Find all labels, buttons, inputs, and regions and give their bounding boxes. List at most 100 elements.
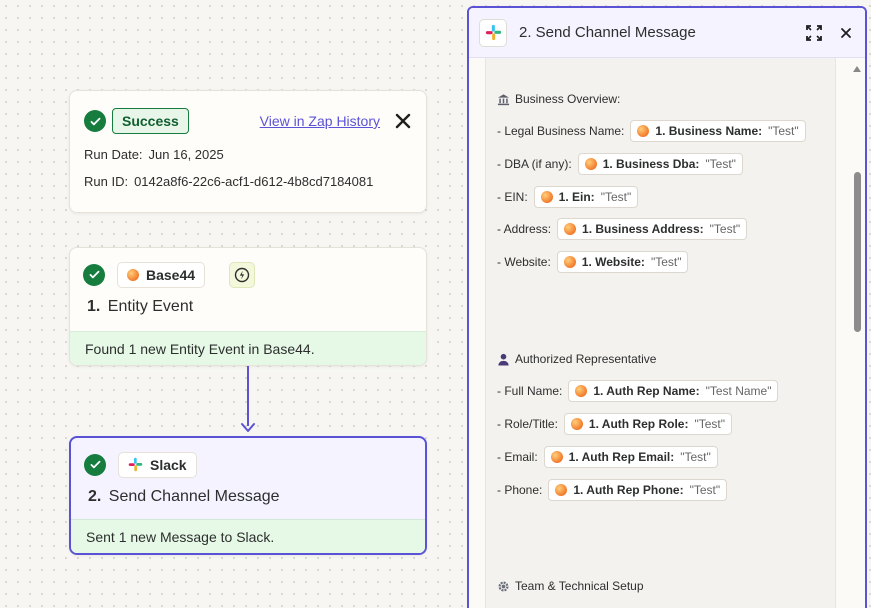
section-heading-business-overview: Business Overview: [497,92,620,106]
base44-logo-icon [555,484,568,496]
field-name: 1. Business Address: [582,222,704,236]
step-connector [247,366,249,426]
field-value: "Test Name" [705,384,772,398]
field-token[interactable]: 1. Business Name: "Test" [630,120,806,142]
message-line: - Full Name: 1. Auth Rep Name: "Test Name… [497,380,779,402]
message-line: - Website: 1. Website:"Test" [497,251,689,273]
message-line: - DBA (if any): 1. Business Dba:"Test" [497,153,743,175]
section-heading-text: Authorized Representative [515,352,657,366]
message-line: - EIN: 1. Ein:"Test" [497,186,639,208]
field-name: 1. Business Dba: [602,157,700,171]
run-id-label: Run ID: [84,174,129,189]
section-heading-authorized-representative: Authorized Representative [497,352,656,366]
close-icon[interactable] [394,112,412,130]
lightning-bolt-icon [229,261,256,288]
step-header: Slack [71,438,425,478]
field-value: "Test" [680,450,711,464]
line-label: - Address: [497,222,552,236]
base44-logo-icon [127,268,139,281]
field-value: "Test" [709,222,741,236]
field-token[interactable]: 1. Business Address: "Test" [557,218,748,240]
message-line: - Legal Business Name: 1. Business Name:… [497,120,806,142]
step-name: Send Channel Message [108,488,280,505]
step-header: Base44 [70,248,426,288]
run-date-value: Jun 16, 2025 [148,147,224,162]
panel-title: 2. Send Channel Message [519,24,696,41]
slack-logo-icon [128,457,143,472]
run-summary-header: Success View in Zap History [84,107,412,135]
field-name: 1. Auth Rep Phone: [573,483,684,497]
panel-header: 2. Send Channel Message [469,8,865,58]
message-line: - Phone: 1. Auth Rep Phone: "Test" [497,479,728,501]
field-name: 1. Auth Rep Email: [568,450,675,464]
field-token[interactable]: 1. Auth Rep Role: "Test" [563,413,732,435]
person-icon [497,353,510,366]
field-value: "Test" [689,483,721,497]
line-label: - Legal Business Name: [497,124,625,138]
run-date-row: Run Date: Jun 16, 2025 [84,147,412,162]
step-result: Found 1 new Entity Event in Base44. [70,331,426,365]
field-token[interactable]: 1. Auth Rep Phone: "Test" [548,479,728,501]
field-name: 1. Business Name: [655,124,763,138]
success-check-icon [84,110,106,132]
chevron-down-icon [241,423,255,432]
base44-logo-icon [570,418,583,430]
app-chip-slack: Slack [118,451,197,478]
base44-logo-icon [637,125,650,137]
field-token[interactable]: 1. Website:"Test" [556,251,689,273]
field-token[interactable]: 1. Auth Rep Name: "Test Name" [568,380,779,402]
app-name: Slack [150,456,187,473]
message-line: - Role/Title: 1. Auth Rep Role:"Test" [497,413,732,435]
field-name: 1. Auth Rep Name: [593,384,700,398]
app-chip-base44: Base44 [117,261,206,288]
line-label: - Website: [497,255,551,269]
zap-history-link[interactable]: View in Zap History [259,113,380,129]
run-summary-card: Success View in Zap History Run Date: Ju… [69,90,427,213]
expand-icon[interactable] [805,24,823,42]
message-line: - Email: 1. Auth Rep Email:"Test" [497,446,718,468]
base44-logo-icon [540,191,553,203]
field-token[interactable]: 1. Ein:"Test" [533,186,639,208]
field-value: "Test" [694,417,725,431]
field-value: "Test" [705,157,736,171]
scroll-up-arrow-icon[interactable] [853,66,861,72]
step-number: 1. [87,298,101,315]
step-card-send-channel-message[interactable]: Slack 2. Send Channel Message Sent 1 new… [69,436,427,555]
base44-logo-icon [575,385,588,397]
step-title: 1. Entity Event [70,288,426,332]
field-name: 1. Auth Rep Role: [588,417,689,431]
close-panel-icon[interactable] [837,24,855,42]
gear-icon [497,580,510,593]
base44-logo-icon [584,158,597,170]
line-label: - Phone: [497,483,543,497]
status-badge: Success [112,108,189,134]
section-heading-text: Business Overview: [515,92,621,106]
base44-logo-icon [563,256,576,268]
panel-actions [805,24,855,42]
step-title: 2. Send Channel Message [71,478,425,522]
section-heading-text: Team & Technical Setup [515,579,644,593]
step-name: Entity Event [107,298,194,315]
base44-logo-icon [564,223,577,235]
run-date-label: Run Date: [84,147,143,162]
line-label: - EIN: [497,190,528,204]
section-heading-team-technical-setup: Team & Technical Setup [497,579,644,593]
field-name: 1. Website: [581,255,645,269]
scrollbar-thumb[interactable] [854,172,861,332]
run-id-value: 0142a8f6-22c6-acf1-d612-4b8cd7184081 [134,174,374,189]
bank-icon [497,93,510,106]
step-number: 2. [88,488,102,505]
slack-logo-icon [479,18,507,47]
field-token[interactable]: 1. Auth Rep Email: "Test" [543,446,718,468]
field-token[interactable]: 1. Business Dba: "Test" [577,153,743,175]
run-id-row: Run ID: 0142a8f6-22c6-acf1-d612-4b8cd718… [84,174,412,189]
step-detail-panel: 2. Send Channel Message Business Overvie… [467,6,867,608]
field-name: 1. Ein: [558,190,595,204]
panel-scrollbar[interactable] [851,62,863,608]
line-label: - Full Name: [497,384,563,398]
field-value: "Test" [768,124,799,138]
step-result: Sent 1 new Message to Slack. [71,519,425,553]
success-check-icon [84,453,106,476]
step-card-entity-event[interactable]: Base44 1. Entity Event Found 1 new Entit… [69,247,427,366]
base44-logo-icon [550,451,563,463]
